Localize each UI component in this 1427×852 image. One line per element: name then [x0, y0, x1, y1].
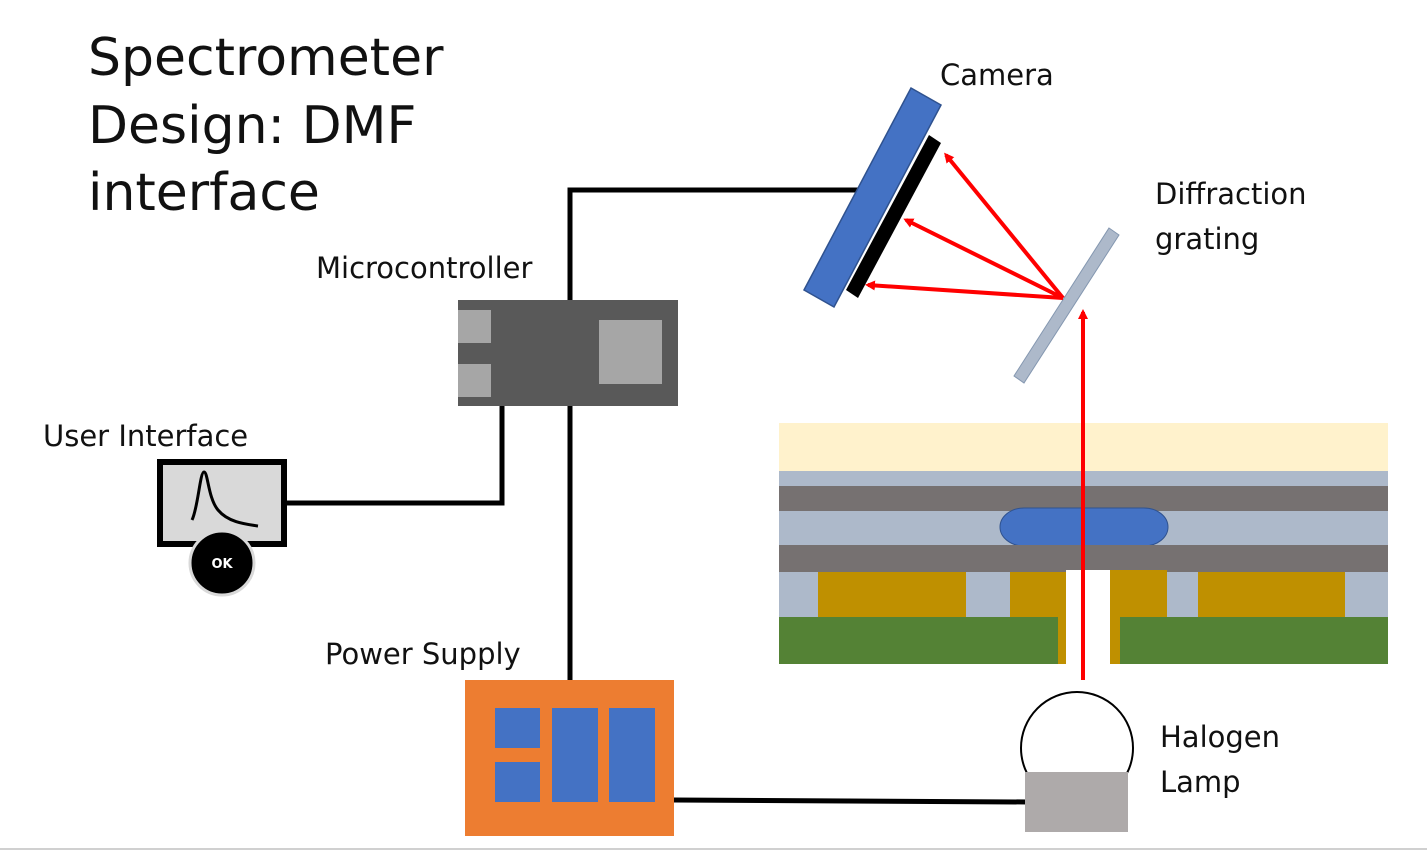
diffraction-label-line-1: Diffraction [1155, 177, 1307, 211]
microcontroller-pad-top [458, 310, 491, 343]
wire-power-lamp [673, 797, 1029, 805]
camera-label: Camera [940, 58, 1054, 92]
user-interface: OK [157, 459, 287, 597]
electrode-4 [1198, 572, 1345, 617]
camera-body [802, 86, 943, 309]
camera [802, 86, 943, 309]
microcontroller-chip [599, 320, 662, 384]
power-supply-label: Power Supply [325, 637, 521, 671]
substrate-right [1120, 617, 1388, 664]
light-rays [865, 152, 1088, 680]
wire-microcontroller-ui [285, 405, 505, 506]
power-cell-1 [495, 708, 540, 748]
power-supply [465, 680, 674, 836]
title-line-1: Spectrometer [88, 28, 444, 88]
optical-slit [1066, 570, 1110, 666]
ray-grating-to-camera-bottom [865, 280, 1064, 300]
lamp-base [1025, 772, 1128, 832]
title-line-2: Design: DMF [88, 96, 416, 156]
power-cell-4 [609, 708, 655, 802]
halogen-label-line-2: Lamp [1160, 765, 1241, 799]
ray-grating-to-camera-middle [903, 218, 1064, 300]
substrate-left [779, 617, 1058, 664]
electrode-1 [818, 572, 966, 617]
diffraction-grating [1013, 227, 1120, 384]
wires [285, 187, 1029, 805]
ok-button-label: OK [211, 557, 233, 572]
power-cell-3 [552, 708, 598, 802]
camera-sensor [846, 135, 941, 298]
user-interface-label: User Interface [43, 419, 248, 453]
microcontroller [458, 300, 678, 406]
ui-plot-curve [190, 470, 259, 528]
wire-microcontroller-camera [567, 187, 865, 300]
ray-grating-to-camera-top [944, 152, 1065, 300]
diffraction-label-line-2: grating [1155, 222, 1259, 256]
microcontroller-pad-bottom [458, 364, 491, 397]
halogen-lamp [1020, 691, 1134, 832]
halogen-label-line-1: Halogen [1160, 720, 1280, 754]
title-line-3: interface [88, 163, 320, 223]
microcontroller-label: Microcontroller [316, 251, 532, 285]
power-cell-2 [495, 762, 540, 802]
ok-button[interactable] [188, 529, 256, 597]
